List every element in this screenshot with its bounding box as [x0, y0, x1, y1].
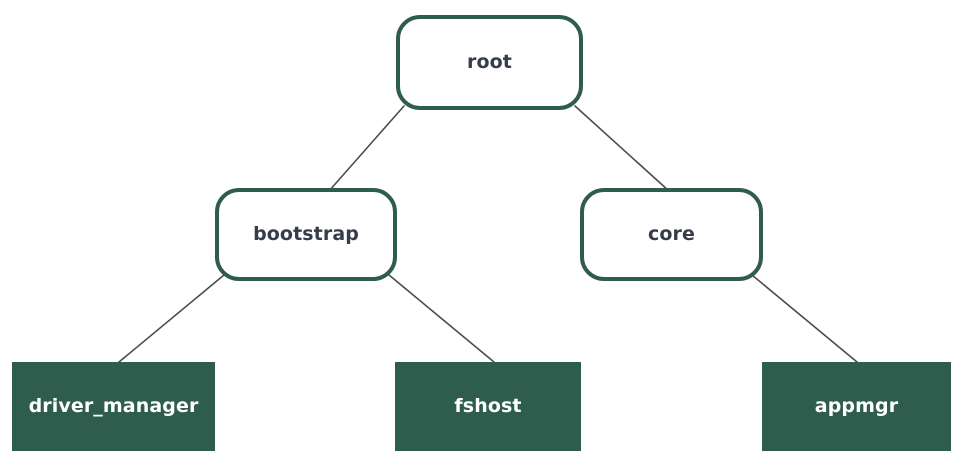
edge-root-to-core [574, 105, 670, 192]
edge-root-to-bootstrap [328, 105, 405, 192]
node-fshost[interactable]: fshost [395, 362, 581, 451]
node-driver_manager[interactable]: driver_manager [12, 362, 215, 451]
edge-bootstrap-to-driver_manager [118, 274, 225, 363]
node-bootstrap[interactable]: bootstrap [215, 188, 397, 281]
node-label-fshost: fshost [454, 395, 522, 418]
node-appmgr[interactable]: appmgr [762, 362, 951, 451]
node-core[interactable]: core [580, 188, 763, 281]
node-label-appmgr: appmgr [814, 395, 899, 418]
edge-bootstrap-to-fshost [388, 274, 495, 363]
edge-core-to-appmgr [751, 274, 858, 363]
node-label-driver_manager: driver_manager [28, 395, 199, 418]
node-label-core: core [648, 223, 695, 246]
node-root[interactable]: root [396, 15, 583, 110]
node-label-bootstrap: bootstrap [253, 223, 359, 246]
node-label-root: root [467, 51, 512, 74]
